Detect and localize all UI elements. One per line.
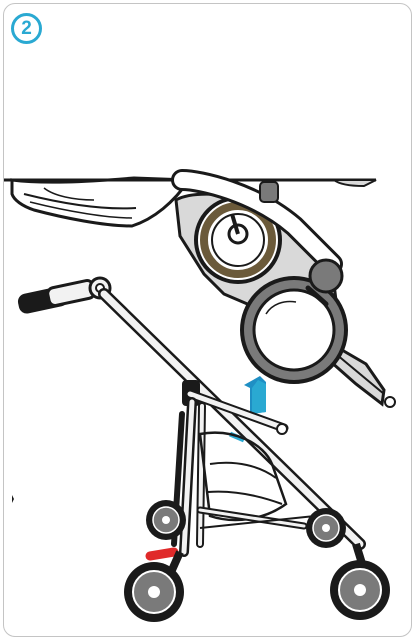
step-number-badge: 2	[11, 13, 42, 44]
up-arrow-icon	[244, 376, 266, 414]
instruction-card: 2	[3, 3, 412, 637]
wheel-front-back	[306, 508, 346, 548]
stroller-frame	[17, 276, 366, 561]
wheel-rear-back	[146, 500, 186, 540]
wheel-front-front	[330, 542, 390, 620]
stroller-illustration	[4, 169, 396, 622]
seat-unit	[4, 169, 396, 408]
wheel-rear-front	[124, 550, 184, 622]
